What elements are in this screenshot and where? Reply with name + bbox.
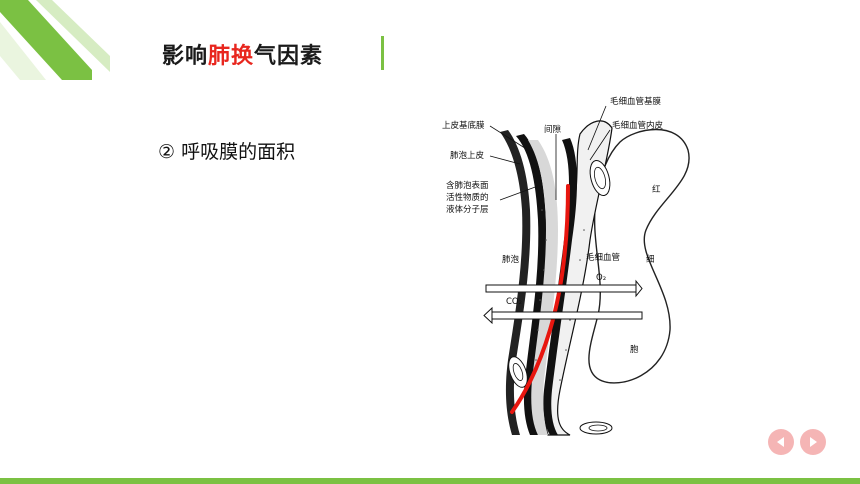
corner-decoration — [0, 0, 110, 80]
respiratory-membrane-line — [510, 184, 570, 414]
point-text: 呼吸膜的面积 — [181, 141, 296, 163]
respiratory-membrane-diagram: 上皮基底膜 间隙 毛细血管基膜 毛细血管内皮 肺泡上皮 含肺泡表面 活性物质的 … — [442, 96, 690, 436]
bottom-accent-bar — [0, 478, 860, 484]
label-o2: O₂ — [596, 273, 606, 283]
triangle-left-icon — [777, 437, 784, 447]
label-alveolus: 肺泡 — [502, 254, 520, 265]
next-slide-button[interactable] — [800, 429, 826, 455]
label-co2: CO₂ — [506, 297, 522, 307]
title-prefix: 影响 — [162, 44, 209, 69]
title-highlight: 肺换 — [208, 44, 255, 69]
label-capillary-endothelium: 毛细血管内皮 — [612, 120, 664, 131]
title-container: 影响肺换气因素 — [162, 34, 323, 74]
label-surfactant-3: 液体分子层 — [446, 204, 489, 215]
basement-membrane-strip — [516, 134, 547, 435]
label-capillary-basement: 毛细血管基膜 — [610, 96, 662, 107]
label-surfactant-2: 活性物质的 — [446, 192, 489, 203]
title-divider — [381, 36, 384, 70]
alveolar-epithelium-strip — [500, 130, 531, 435]
triangle-right-icon — [810, 437, 817, 447]
point-text-block: ② 呼吸膜的面积 — [158, 138, 338, 166]
slide-navigation — [768, 429, 826, 455]
o2-arrow — [485, 279, 643, 298]
label-rbc-3: 胞 — [630, 344, 639, 355]
red-blood-cell — [588, 128, 690, 384]
label-surfactant-1: 含肺泡表面 — [446, 180, 489, 191]
label-rbc-2: 细 — [646, 254, 655, 265]
title-suffix: 气因素 — [254, 44, 324, 69]
interstitium — [528, 140, 558, 435]
page-title: 影响肺换气因素 — [162, 38, 323, 70]
label-interstitium: 间隙 — [544, 124, 562, 135]
label-alveolar-epithelium: 肺泡上皮 — [450, 150, 485, 161]
label-capillary: 毛细血管 — [586, 252, 620, 263]
leader-lines — [489, 105, 611, 201]
nucleus-lower — [508, 356, 528, 388]
nucleus-bottom — [579, 421, 613, 435]
label-rbc-1: 红 — [652, 184, 661, 195]
point-number: ② — [158, 141, 176, 163]
label-epithelial-basement: 上皮基底膜 — [442, 120, 485, 131]
co2-arrow — [483, 306, 643, 325]
prev-slide-button[interactable] — [768, 429, 794, 455]
